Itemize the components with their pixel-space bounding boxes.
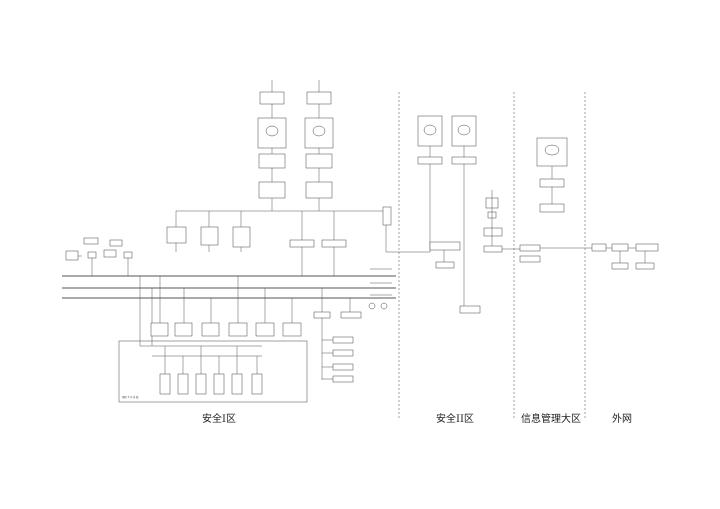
zone-label-security-2: 安全II区 [436,414,474,425]
zone3-devices [519,137,592,263]
upper-bus-devices [166,211,347,252]
isolation-device [382,206,392,226]
uplink-chain-left [257,80,287,211]
zone-label-info-management: 信息管理大区 [521,414,581,425]
zone2-uplinks [417,115,477,306]
zone1-right-devices [313,288,388,383]
uplink-chain-right [304,80,334,211]
router-icon [312,125,326,137]
device-row-upper [139,276,302,346]
left-terminals [65,237,133,276]
zone-label-external-network: 外网 [612,414,632,425]
subsystem-enclosure [118,340,308,403]
zone-label-security-1: 安全I区 [202,414,236,425]
zone2-devices [429,190,520,314]
subsystem-devices [159,346,263,395]
subsystem-label: 测控 3 号 系 统 [122,395,139,399]
zone4-devices [591,243,659,270]
router-icon [265,125,279,137]
